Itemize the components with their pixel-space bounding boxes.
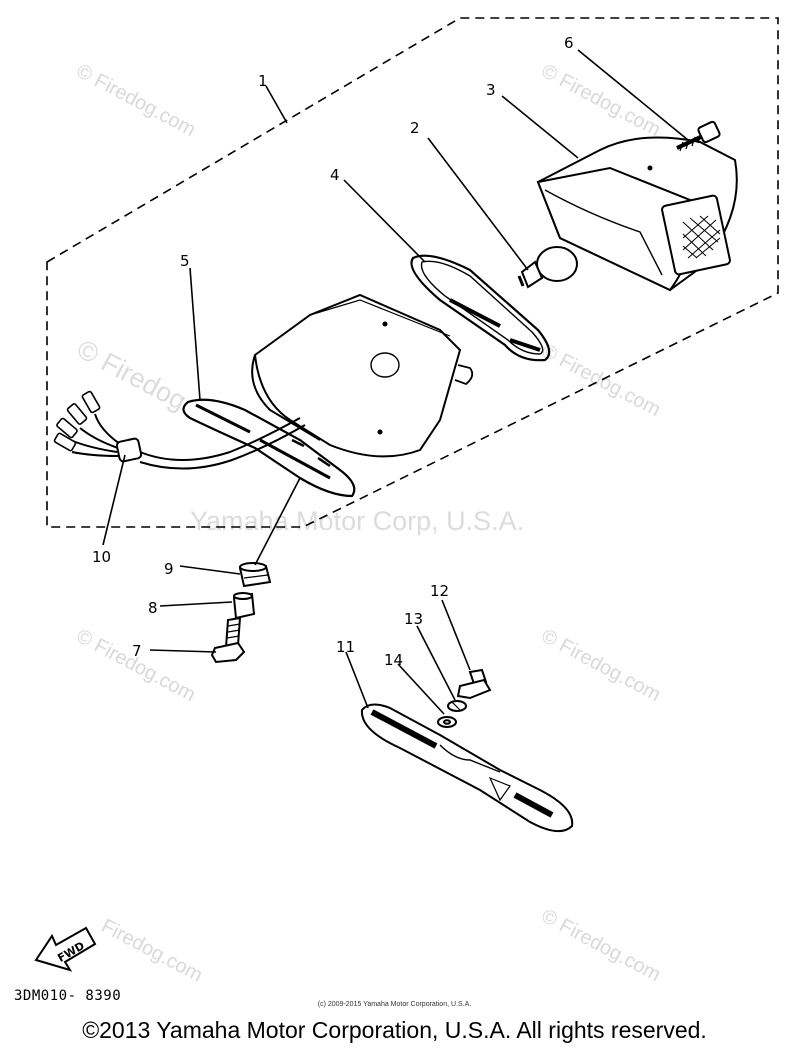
watermark-low-right: © Firedog.com: [538, 625, 664, 706]
callout-4: 4: [330, 166, 340, 184]
watermark-bottom-left: Firedog.com: [98, 915, 206, 987]
diagram-code: 3DM010- 8390: [14, 988, 122, 1004]
lock-washer: [447, 700, 467, 712]
callout-1: 1: [258, 72, 268, 90]
callout-13: 13: [404, 610, 423, 628]
callout-10: 10: [92, 548, 111, 566]
callout-3: 3: [486, 81, 496, 99]
watermark-low-left: © Firedog.com: [73, 625, 199, 706]
watermark-top-right: © Firedog.com: [538, 60, 664, 141]
base-bracket: [182, 398, 356, 498]
connector-pins: [53, 390, 101, 452]
small-copyright: (c) 2009-2015 Yamaha Motor Corporation, …: [317, 1001, 472, 1008]
callout-9: 9: [164, 560, 174, 578]
callout-7: 7: [132, 642, 142, 660]
callout-5: 5: [180, 252, 190, 270]
lens-screw: [676, 120, 721, 152]
watermark-bottom-right: © Firedog.com: [538, 905, 664, 986]
wire-harness: [53, 390, 306, 470]
collar: [232, 592, 256, 620]
callout-6: 6: [564, 34, 574, 52]
callout-8: 8: [148, 599, 158, 617]
mounting-bolt: [210, 616, 246, 664]
fwd-arrow-icon: FWD: [34, 926, 97, 972]
watermark-top-left: © Firedog.com: [73, 60, 199, 141]
callout-14: 14: [384, 651, 403, 669]
lens-gasket: [410, 254, 551, 362]
copyright-footer: ©2013 Yamaha Motor Corporation, U.S.A. A…: [82, 1017, 707, 1043]
reflector-grid-icon: [682, 215, 721, 259]
watermark-center: Yamaha Motor Corp, U.S.A.: [190, 506, 524, 536]
taillight-base: [251, 293, 474, 458]
assembly-boundary: [46, 17, 779, 528]
license-bracket: [360, 703, 574, 833]
grommet: [238, 562, 272, 588]
callout-2: 2: [410, 119, 420, 137]
bulb: [517, 246, 578, 289]
plain-washer: [437, 716, 457, 728]
bracket-bolt: [456, 668, 492, 700]
callout-11: 11: [336, 638, 355, 656]
lens-housing: [536, 136, 738, 292]
callout-12: 12: [430, 582, 449, 600]
callouts: 1 2 3 4 5 6 7 8 9 10 11 12 13 14: [92, 34, 574, 669]
leader-lines: [102, 49, 689, 715]
watermark-mid-right: © Firedog.com: [538, 340, 664, 421]
